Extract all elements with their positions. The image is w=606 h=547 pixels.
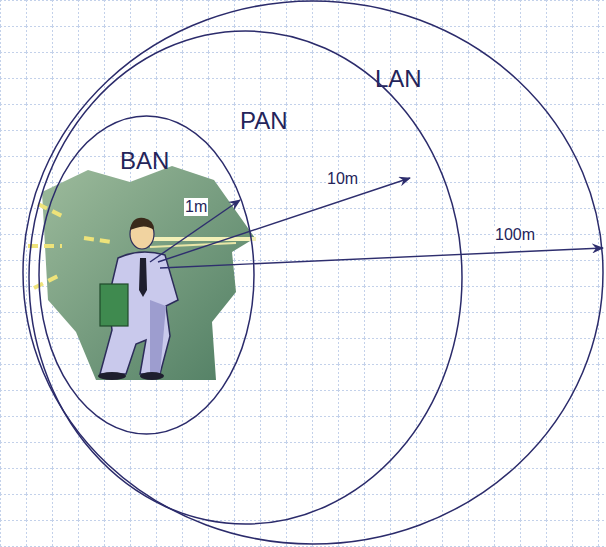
light-beam [150, 237, 256, 241]
person-clipart [98, 218, 178, 380]
range-label: 1m [184, 198, 208, 216]
range-ellipse: LAN PAN BAN [22, 0, 604, 545]
ellipse-outline [28, 30, 463, 525]
ellipse-outline [22, 0, 604, 545]
range-arrow [160, 248, 603, 268]
range-label: 100m [494, 226, 536, 244]
clipart-backdrop [42, 166, 255, 380]
range-ellipse: BAN [38, 115, 255, 435]
range-label: 10m [326, 170, 359, 188]
range-ellipse: PAN BAN [28, 30, 463, 525]
range-arrow [158, 178, 410, 262]
network-name: PAN [240, 108, 288, 134]
network-name: BAN [120, 148, 169, 174]
network-name: LAN [375, 66, 422, 92]
light-beam [150, 243, 236, 247]
